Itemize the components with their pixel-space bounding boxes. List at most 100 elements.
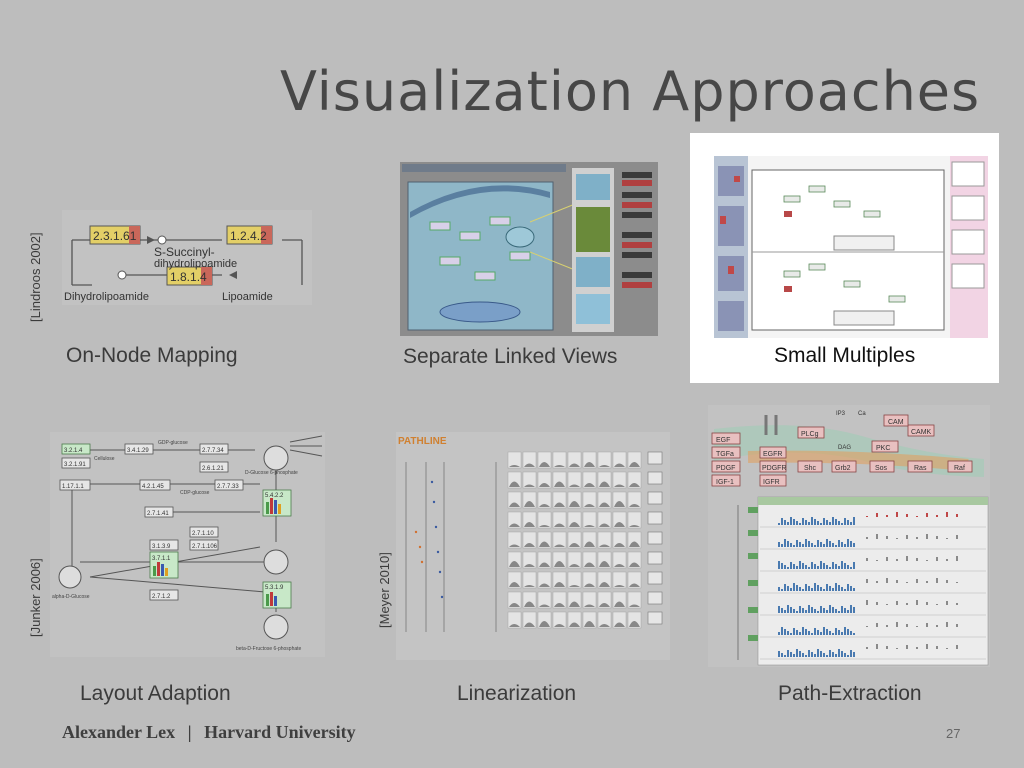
expression-bar bbox=[841, 632, 843, 635]
expression-bar bbox=[793, 628, 795, 635]
grid-cell-shape bbox=[584, 621, 595, 627]
grid-cell-shape bbox=[554, 603, 565, 607]
expression-bar bbox=[853, 588, 855, 591]
expression-bar bbox=[829, 605, 831, 613]
expression-bar bbox=[844, 544, 846, 547]
grid-cell bbox=[582, 571, 597, 589]
expression-bar bbox=[811, 543, 813, 547]
layout-node-9: 2.7.1.41 bbox=[147, 511, 169, 517]
footer-separator: | bbox=[187, 722, 192, 742]
layout-node-1: 3.2.1.4 bbox=[64, 448, 83, 454]
grid-cell bbox=[567, 571, 582, 589]
grid-cell-shape bbox=[539, 462, 550, 467]
expression-bar bbox=[850, 631, 852, 635]
expression-bar bbox=[781, 627, 783, 635]
grid-cell-shape bbox=[599, 523, 610, 527]
expression-tick bbox=[906, 556, 908, 561]
expression-tick bbox=[956, 535, 958, 539]
grid-cell-shape bbox=[569, 463, 580, 467]
expression-bar bbox=[781, 544, 783, 547]
grid-cell-shape bbox=[524, 543, 535, 547]
expression-bar bbox=[781, 653, 783, 657]
grid-cell-shape bbox=[599, 624, 610, 627]
expression-bar bbox=[835, 628, 837, 635]
grid-cell-shape bbox=[614, 522, 625, 527]
expression-bar bbox=[796, 630, 798, 635]
expression-bar bbox=[781, 589, 783, 591]
grid-cell-shape bbox=[614, 484, 625, 487]
expression-bar bbox=[796, 649, 798, 657]
expression-bar bbox=[823, 608, 825, 613]
expression-bar bbox=[853, 633, 855, 635]
expression-bar bbox=[805, 565, 807, 569]
expression-bar bbox=[850, 586, 852, 591]
expression-bar bbox=[808, 650, 810, 657]
expression-tick bbox=[916, 600, 918, 605]
expression-bar bbox=[790, 517, 792, 525]
grid-cell bbox=[552, 531, 567, 549]
expression-bar bbox=[781, 608, 783, 613]
expression-tick bbox=[946, 538, 948, 539]
expression-bar bbox=[847, 539, 849, 547]
footer-organization: Harvard University bbox=[204, 722, 356, 742]
layout-node-10: 2.7.1.10 bbox=[192, 531, 214, 537]
expression-tick bbox=[896, 512, 898, 517]
grid-cell-shape bbox=[509, 561, 520, 567]
expression-bar bbox=[853, 517, 855, 525]
expression-tick bbox=[906, 514, 908, 517]
expression-bar bbox=[802, 563, 804, 569]
expression-bar bbox=[808, 567, 810, 569]
expression-tick bbox=[946, 559, 948, 561]
grid-cell bbox=[552, 511, 567, 529]
grid-cell bbox=[627, 511, 642, 529]
grid-cell bbox=[522, 551, 537, 569]
expression-bar bbox=[793, 583, 795, 591]
grid-cell-shape bbox=[584, 541, 595, 547]
expression-bar bbox=[811, 652, 813, 657]
expression-bar bbox=[799, 587, 801, 591]
grid-cell-shape bbox=[554, 561, 565, 567]
expression-bar bbox=[832, 607, 834, 613]
expression-tick bbox=[896, 601, 898, 605]
expression-tick bbox=[866, 558, 868, 561]
expression-bar bbox=[802, 627, 804, 635]
expression-tick bbox=[936, 646, 938, 649]
grid-cell-shape bbox=[629, 583, 640, 587]
expression-bar bbox=[838, 521, 840, 525]
expression-tick bbox=[886, 604, 888, 605]
small-multiples-figure bbox=[714, 156, 988, 338]
expression-bar bbox=[781, 563, 783, 569]
expression-bar bbox=[814, 583, 816, 591]
node-box-1: 2.3.1.61 bbox=[89, 225, 141, 245]
grid-cell-shape bbox=[629, 541, 640, 547]
expression-bar bbox=[802, 544, 804, 547]
layout-label-6: beta-D-Fructose 6-phosphate bbox=[236, 646, 302, 652]
grid-cell-shape bbox=[539, 541, 550, 547]
expression-bar bbox=[829, 650, 831, 657]
expression-bar bbox=[802, 518, 804, 525]
expression-bar bbox=[796, 566, 798, 569]
expression-bar bbox=[826, 629, 828, 635]
expression-tick bbox=[946, 622, 948, 627]
path-node-igf1: IGF-1 bbox=[716, 479, 734, 486]
expression-tick bbox=[946, 648, 948, 649]
layout-label-2: Cellulose bbox=[94, 456, 115, 462]
expression-bar bbox=[778, 523, 780, 525]
expression-tick bbox=[896, 648, 898, 649]
layout-node-5: 2.6.1.21 bbox=[202, 466, 224, 472]
path-node-pdgfr: PDGFR bbox=[762, 465, 787, 472]
grid-cell-shape bbox=[554, 582, 565, 587]
path-node-tgfa: TGFa bbox=[716, 451, 734, 458]
node-box-2: 1.2.4.2 bbox=[226, 225, 273, 245]
expression-tick bbox=[876, 513, 878, 517]
expression-bar bbox=[811, 562, 813, 569]
expression-tick bbox=[926, 581, 928, 583]
expression-bar bbox=[808, 541, 810, 547]
expression-tick bbox=[876, 644, 878, 649]
path-node-pdgf: PDGF bbox=[716, 465, 735, 472]
expression-bar bbox=[826, 565, 828, 569]
layout-node-6: 1.17.1.1 bbox=[62, 484, 84, 490]
grid-cell-shape bbox=[524, 522, 535, 527]
layout-node-15: 5.4.2.2 bbox=[265, 493, 284, 499]
expression-bar bbox=[835, 609, 837, 613]
